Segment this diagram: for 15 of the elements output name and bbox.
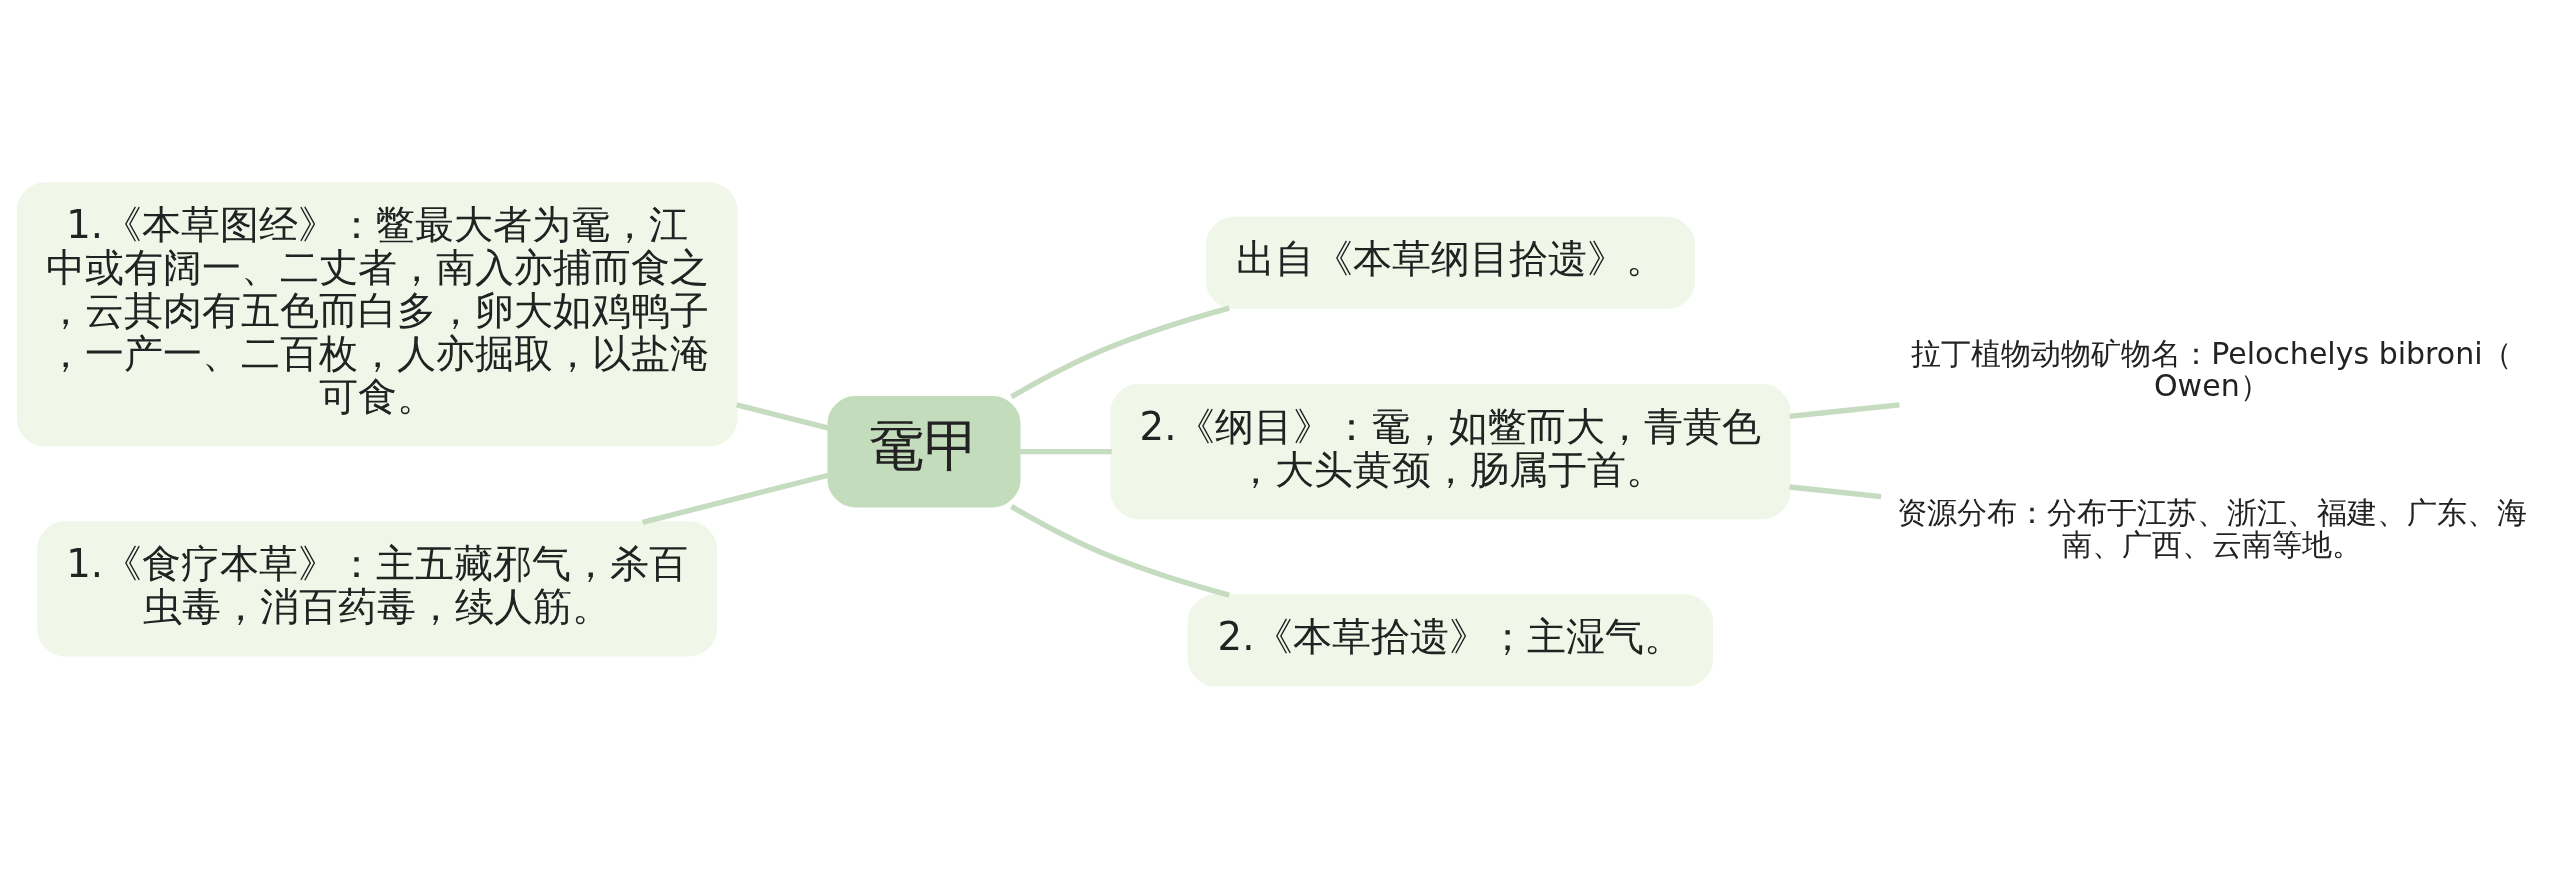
connector	[1010, 305, 1230, 400]
connector	[641, 472, 830, 525]
node-box: 1.《食疗本草》：主五藏邪气，杀百虫毒，消百药毒，续人筋。	[37, 521, 718, 657]
connector	[1789, 402, 1900, 419]
node-box: 1.《本草图经》：鳖最大者为鼋，江中或有阔一、二丈者，南入亦捕而食之，云其肉有五色而白多，卵大如鸡鸭子，一产一、二百枚，人亦掘取，以盐淹可食。	[16, 182, 738, 447]
connector	[1789, 484, 1882, 500]
node-box: 出自《本草纲目拾遗》。	[1206, 216, 1695, 310]
connector	[1010, 504, 1230, 598]
connector	[736, 402, 830, 431]
node-text: 拉丁植物动物矿物名：Pelochelys bibroni（Owen）	[1911, 336, 2513, 404]
node-box: 2.《纲目》：鼋，如鳖而大，青黄色，大头黄颈，肠属于首。	[1110, 384, 1791, 520]
node-text: 资源分布：分布于江苏、浙江、福建、广东、海南、广西、云南等地。	[1896, 494, 2527, 563]
node-box: 鼋甲	[827, 395, 1021, 508]
connector	[1019, 449, 1112, 455]
node-box: 2.《本草拾遗》；主湿气。	[1187, 594, 1714, 687]
